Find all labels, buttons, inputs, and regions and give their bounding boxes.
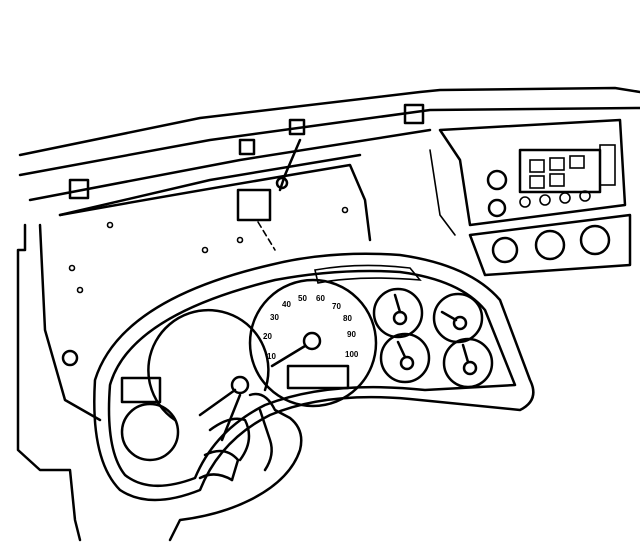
hand xyxy=(168,392,303,542)
instrument-cluster xyxy=(93,252,535,502)
dashboard-left-panel xyxy=(16,163,372,542)
speed-label-90: 90 xyxy=(347,330,356,339)
tachometer xyxy=(147,308,270,422)
speed-label-100: 100 xyxy=(345,350,359,359)
speed-label-40: 40 xyxy=(282,300,291,309)
speedometer: 10 20 30 40 50 60 70 80 90 100 xyxy=(248,278,378,408)
dashboard-upper xyxy=(18,86,640,217)
speed-label-70: 70 xyxy=(332,302,341,311)
auxiliary-gauges xyxy=(372,287,494,389)
speed-label-10: 10 xyxy=(267,352,276,361)
speed-label-20: 20 xyxy=(263,332,272,341)
radio-unit xyxy=(438,118,627,227)
speed-label-80: 80 xyxy=(343,314,352,323)
hvac-controls xyxy=(429,149,632,277)
speed-label-60: 60 xyxy=(316,294,325,303)
bracket-lever xyxy=(236,138,302,251)
speed-label-50: 50 xyxy=(298,294,307,303)
speed-label-30: 30 xyxy=(270,313,279,322)
